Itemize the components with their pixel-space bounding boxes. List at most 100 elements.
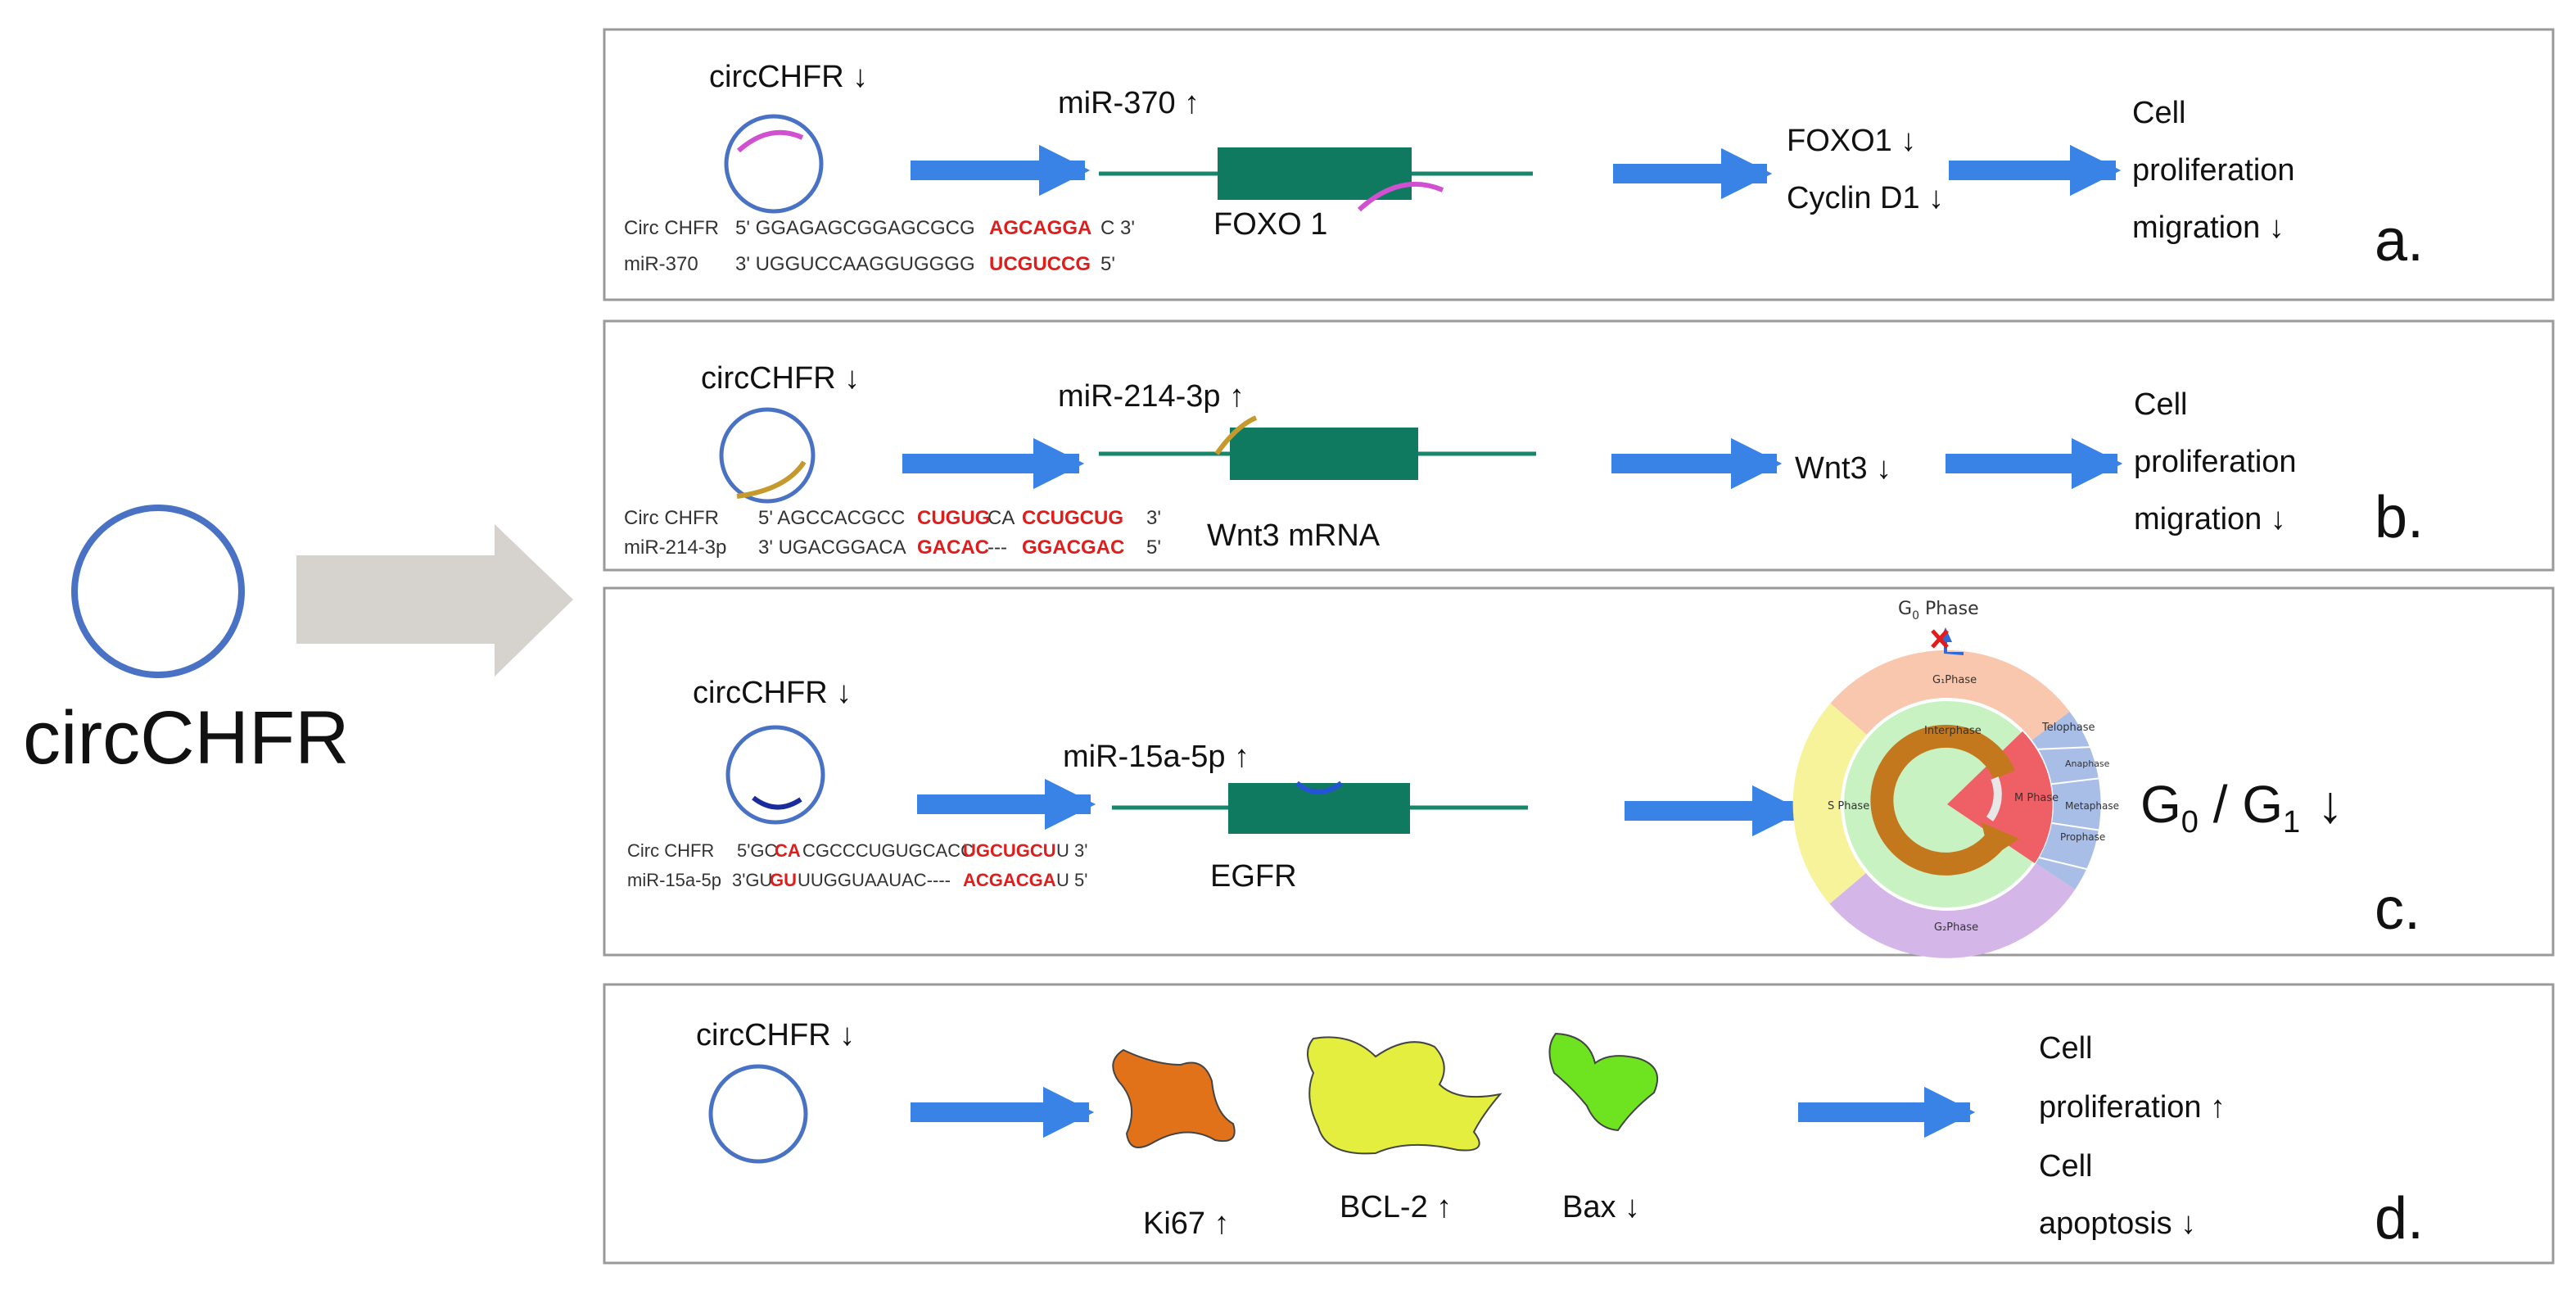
seq1-e-b: 3' bbox=[1146, 507, 1161, 529]
cell-cycle-wheel: G₁Phase S Phase G₂Phase Interphase M Pha… bbox=[1792, 599, 2119, 958]
out1-d: Cell bbox=[2039, 1031, 2092, 1066]
g-sub-1: 0 bbox=[2181, 805, 2199, 840]
g-arrow: ↓ bbox=[2317, 775, 2343, 834]
seq1-b-b: CUGUG bbox=[917, 507, 990, 529]
circ-label-d: circCHFR ↓ bbox=[696, 1018, 855, 1052]
target2-a: Cyclin D1 ↓ bbox=[1787, 181, 1944, 215]
out3-a: migration ↓ bbox=[2132, 210, 2285, 245]
g2-phase-label: G₂Phase bbox=[1934, 921, 1978, 934]
seq2-post-a: 5' bbox=[1100, 253, 1115, 275]
mir-label-a: miR-370 ↑ bbox=[1058, 86, 1200, 120]
cycle-progress-arc bbox=[1870, 724, 2015, 876]
circ-label-c: circCHFR ↓ bbox=[693, 676, 852, 710]
letter-c: c. bbox=[2375, 876, 2420, 942]
gene-label-a: FOXO 1 bbox=[1213, 207, 1327, 242]
out1-a: Cell bbox=[2132, 96, 2185, 130]
seq2-name-c: miR-15a-5p bbox=[627, 870, 721, 890]
seq1-name-a: Circ CHFR bbox=[624, 217, 719, 239]
panel-a bbox=[603, 28, 2555, 301]
metaphase-label: Metaphase bbox=[2065, 800, 2119, 812]
circ-circle-c bbox=[725, 725, 825, 825]
mir-label-b: miR-214-3p ↑ bbox=[1058, 379, 1245, 414]
letter-a: a. bbox=[2375, 208, 2424, 274]
seq2-b-c: GU bbox=[770, 870, 797, 890]
gene-label-c: EGFR bbox=[1210, 859, 1297, 894]
big-grey-arrow bbox=[296, 524, 573, 677]
seq2-d-b: GGACGAC bbox=[1022, 536, 1124, 559]
seq2-pre-a: 3' UGGUCCAAGGUGGGG bbox=[735, 253, 975, 275]
panel-c bbox=[603, 586, 2555, 957]
s-phase-label: S Phase bbox=[1828, 800, 1869, 812]
circ-label-a: circCHFR ↓ bbox=[709, 60, 868, 94]
seq1-c-c: CGCCCUGUGCACC bbox=[802, 840, 974, 861]
seq2-c-c: UUGGUAAUAC---- bbox=[798, 870, 951, 890]
cycle-arrowhead bbox=[1982, 822, 2019, 858]
circ-label-b: circCHFR ↓ bbox=[701, 361, 860, 396]
binding-arc-b2 bbox=[1214, 415, 1258, 455]
binding-arc-b bbox=[736, 460, 807, 499]
seq1-d-c: UGCUGCU bbox=[963, 840, 1056, 861]
ki67-label: Ki67 ↑ bbox=[1143, 1206, 1230, 1241]
seq1-post-a: C 3' bbox=[1100, 217, 1135, 239]
binding-arc-c bbox=[752, 795, 802, 810]
main-circrna-label: circCHFR bbox=[23, 696, 350, 780]
seq1-pre-a: 5' GGAGAGCGGAGCGCG bbox=[735, 217, 975, 239]
circ-circle-d bbox=[708, 1064, 808, 1164]
ki67-protein-icon bbox=[1112, 1048, 1236, 1149]
letter-b: b. bbox=[2375, 485, 2424, 550]
binding-arc-a bbox=[737, 129, 804, 153]
panel-b bbox=[603, 319, 2555, 572]
letter-d: d. bbox=[2375, 1186, 2424, 1251]
bax-label: Bax ↓ bbox=[1562, 1190, 1640, 1224]
seq1-a-c: 5'GC bbox=[737, 840, 778, 861]
out1-b: Cell bbox=[2134, 387, 2187, 422]
panel-d bbox=[603, 983, 2555, 1265]
g0-g1-label: G0 / G1 ↓ bbox=[2140, 775, 2343, 840]
g1-phase-label: G₁Phase bbox=[1932, 674, 1977, 686]
bcl2-label: BCL-2 ↑ bbox=[1340, 1190, 1452, 1224]
out2-d: proliferation ↑ bbox=[2039, 1090, 2226, 1125]
g-sub-2: 1 bbox=[2283, 805, 2300, 840]
main-circrna-circle bbox=[71, 505, 245, 678]
mir-label-c: miR-15a-5p ↑ bbox=[1063, 740, 1250, 774]
seq2-b-b: GACAC bbox=[917, 536, 989, 559]
m-subdivider-1 bbox=[2033, 746, 2093, 750]
out4-d: apoptosis ↓ bbox=[2039, 1206, 2196, 1241]
telophase-label: Telophase bbox=[2041, 722, 2095, 734]
seq1-b-c: CA bbox=[775, 840, 801, 861]
bax-protein-icon bbox=[1548, 1032, 1658, 1132]
seq2-name-b: miR-214-3p bbox=[624, 536, 726, 559]
interphase-label: Interphase bbox=[1924, 725, 1982, 737]
m-subdivider-2 bbox=[2046, 777, 2102, 785]
m-subdivider-3 bbox=[2046, 821, 2102, 831]
seq2-row-b: miR-214-3p 3' UGACGGACA GACAC--- GGACGAC 5' bbox=[624, 536, 1161, 559]
anaphase-label: Anaphase bbox=[2065, 758, 2110, 769]
g-main-1: G bbox=[2140, 775, 2181, 834]
block-x-icon bbox=[1931, 629, 1949, 649]
mrna-box-a bbox=[1218, 147, 1412, 200]
seq2-c-b: --- bbox=[987, 536, 1007, 559]
binding-arc-a2 bbox=[1357, 181, 1444, 212]
mrna-box-b bbox=[1230, 428, 1418, 480]
seq1-name-c: Circ CHFR bbox=[627, 840, 714, 861]
seq1-e-c: U 3' bbox=[1056, 840, 1087, 861]
seq1-a-b: 5' AGCCACGCC bbox=[758, 507, 905, 529]
seq2-d-c: ACGACGA bbox=[963, 870, 1056, 890]
seq1-row-a: Circ CHFR 5' GGAGAGCGGAGCGCG AGCAGGA C 3' bbox=[624, 217, 1135, 239]
seq2-a-b: 3' UGACGGACA bbox=[758, 536, 906, 559]
circ-circle-b bbox=[719, 407, 816, 504]
binding-arc-c2 bbox=[1295, 781, 1343, 794]
m-return-arc bbox=[1986, 776, 2002, 821]
m-subdivider-4 bbox=[2035, 856, 2090, 871]
g0-suffix: Phase bbox=[1919, 599, 1979, 619]
seq2-e-c: U 5' bbox=[1056, 870, 1087, 890]
seq1-red-a: AGCAGGA bbox=[989, 217, 1091, 239]
g-sep: / G bbox=[2199, 775, 2283, 834]
gene-label-b: Wnt3 mRNA bbox=[1207, 518, 1381, 553]
seq2-e-b: 5' bbox=[1146, 536, 1161, 559]
